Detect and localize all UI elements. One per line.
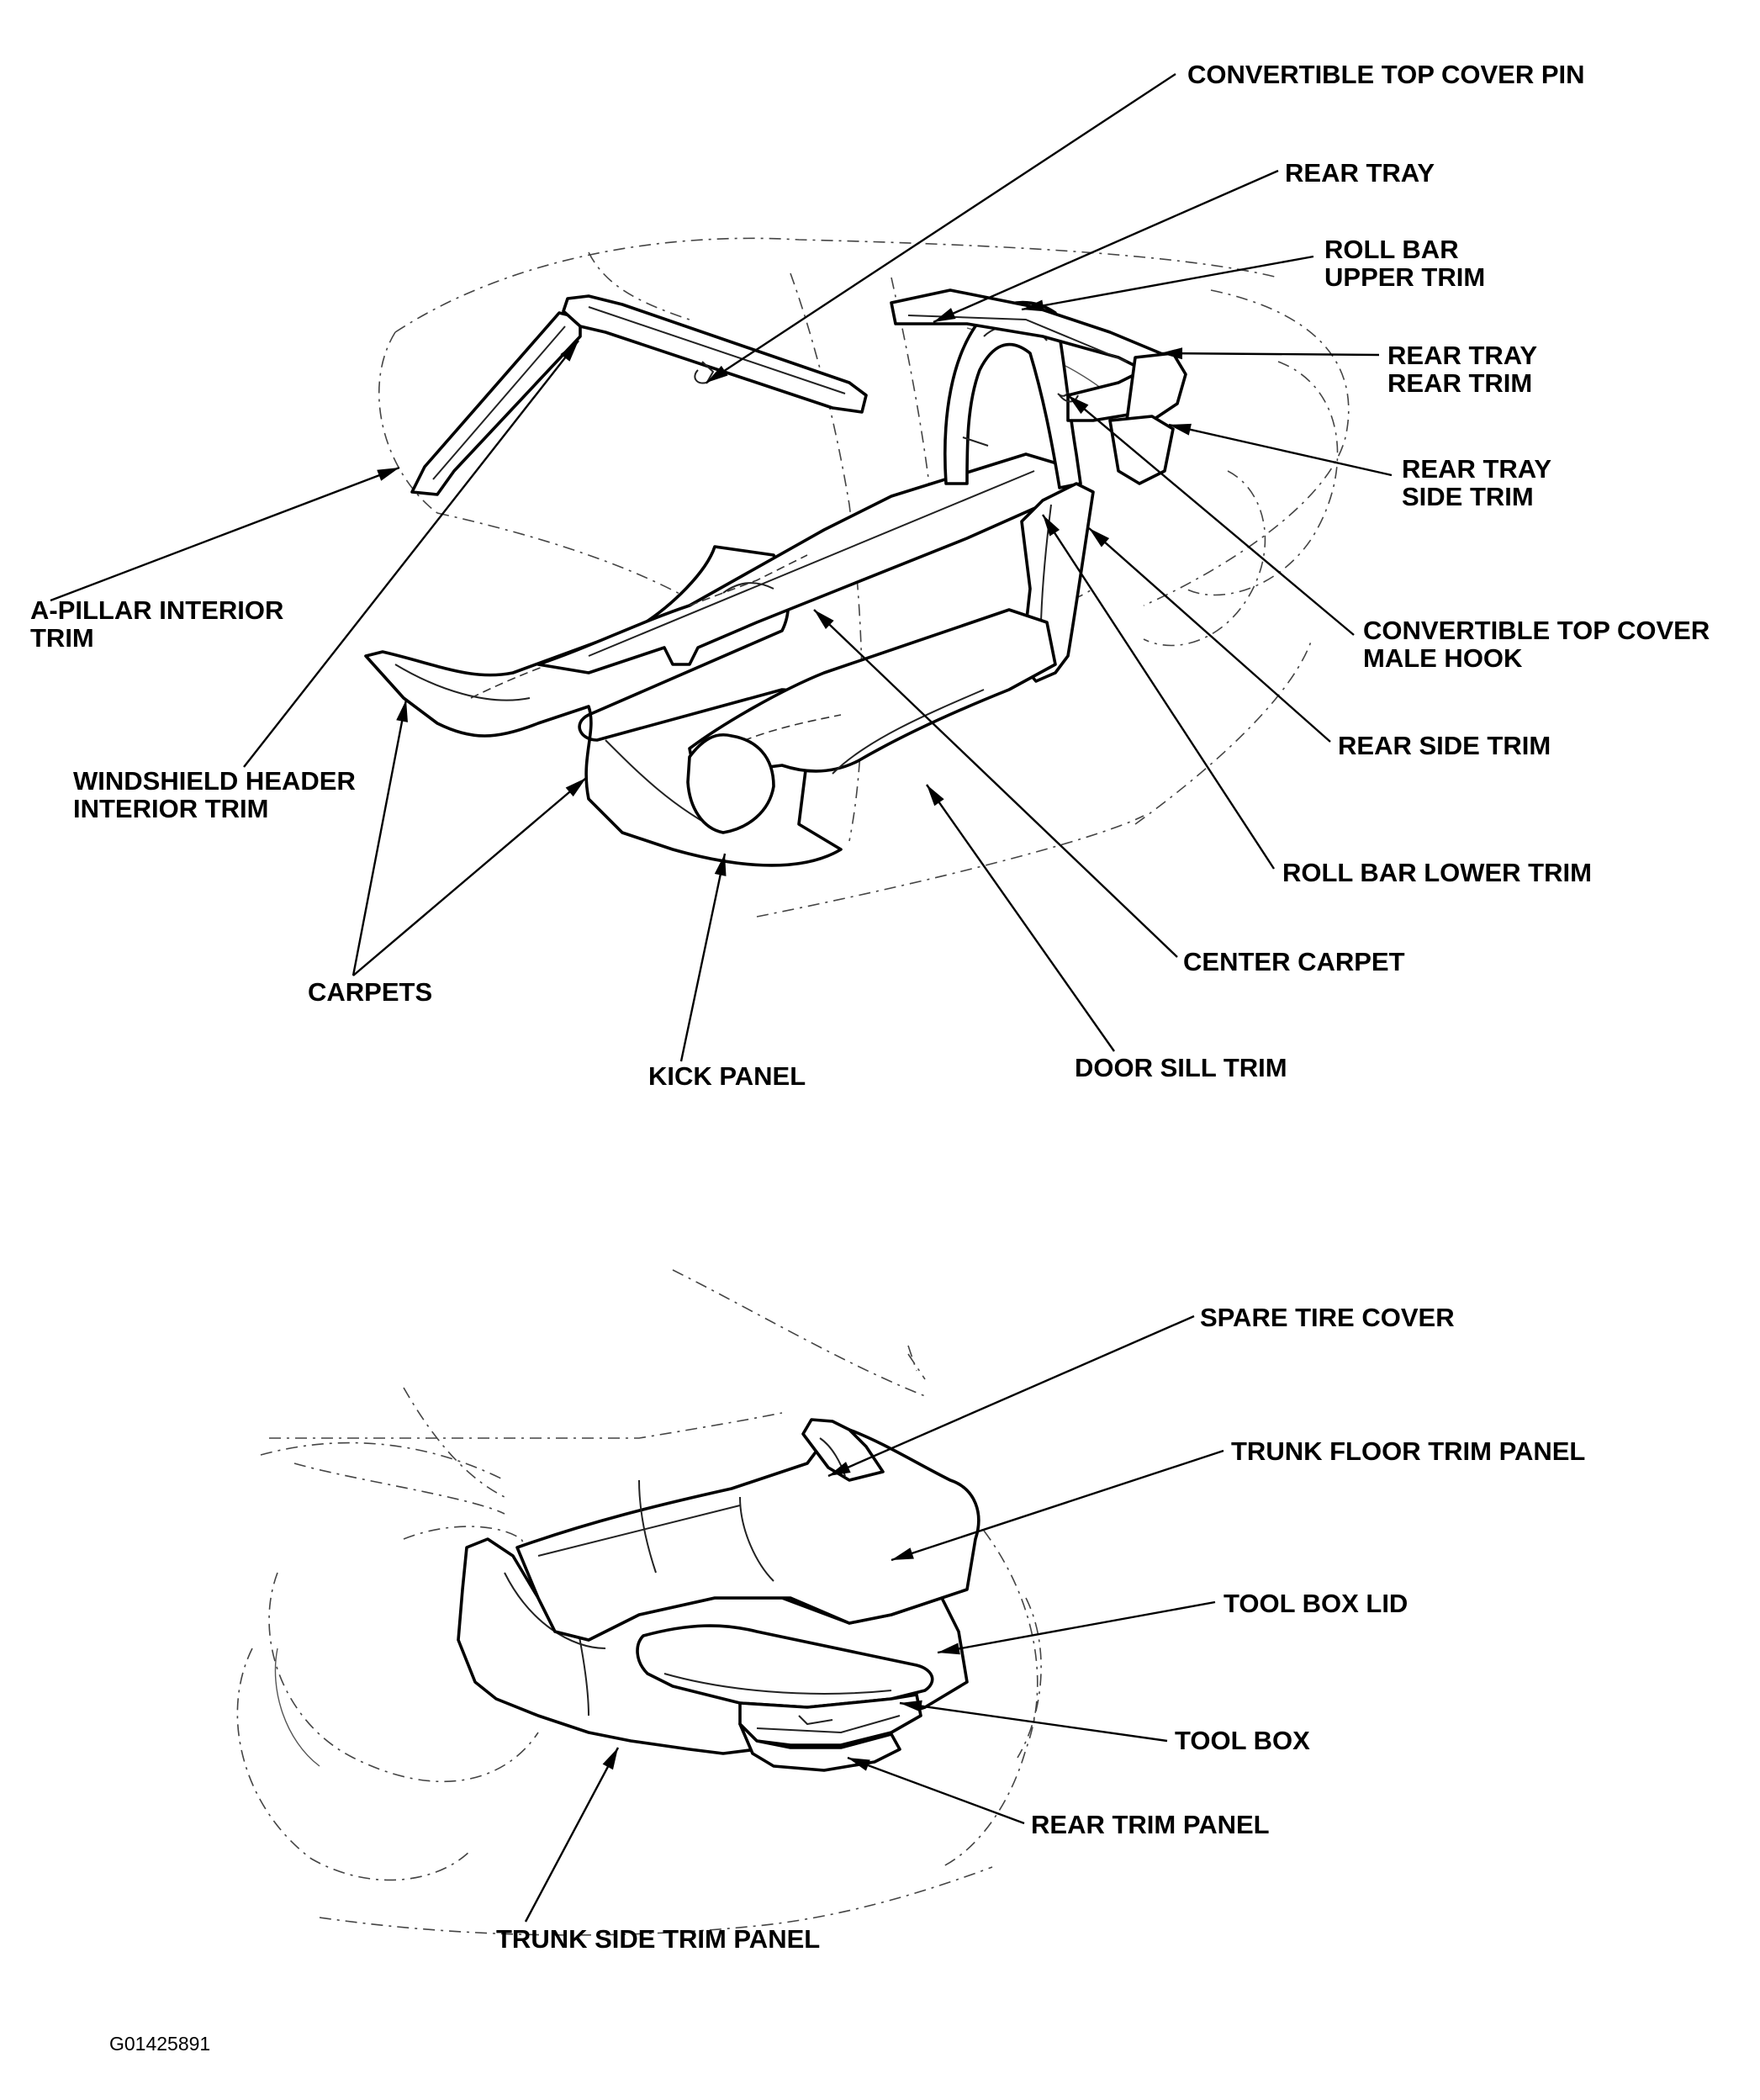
label-roll-bar-lower-trim: ROLL BAR LOWER TRIM [1282,858,1592,887]
leader-tool-box [899,1701,1168,1743]
leader-roll-bar-upper-trim-arrowhead [1022,299,1044,312]
windshield-header-trim-part [562,294,868,414]
leader-rear-side-trim-arrowhead [1089,528,1110,547]
label-trunk-floor-trim-panel: TRUNK FLOOR TRIM PANEL [1231,1436,1585,1466]
leader-kick-panel-arrowhead [714,854,727,876]
leader-center-carpet [813,609,1178,958]
callout-labels: CONVERTIBLE TOP COVER PIN REAR TRAY ROLL… [30,60,1717,1954]
leader-rear-tray-arrowhead [933,308,956,322]
leader-windshield-header-interior-trim-arrowhead [560,341,579,362]
label-carpets: CARPETS [308,977,432,1007]
leader-rear-side-trim [1088,527,1331,743]
label-rear-tray-side-trim: REAR TRAY SIDE TRIM [1402,454,1558,511]
passenger-compartment-illustration [364,237,1350,918]
leader-rear-tray [933,169,1279,324]
leader-rear-trim-panel [847,1756,1025,1825]
a-pillar-trim-part [410,311,582,496]
label-center-carpet: CENTER CARPET [1183,947,1405,976]
leader-door-sill-trim-arrowhead [927,785,944,807]
leader-convertible-top-cover-pin-arrowhead [706,365,728,383]
leader-roll-bar-lower-trim-arrowhead [1043,515,1060,537]
label-rear-tray-rear-trim: REAR TRAY REAR TRIM [1387,341,1544,398]
rear-tray-side-trim-part [1108,415,1175,485]
leader-rear-tray-side-trim [1168,423,1393,477]
leader-trunk-floor-trim-panel-arrowhead [891,1547,914,1560]
leader-spare-tire-cover-arrowhead [828,1462,851,1476]
leader-center-carpet-arrowhead [814,610,834,630]
leader-carpets-a-arrowhead [396,700,408,722]
figure-code-text: G01425891 [109,2033,210,2055]
rear-tray-part [890,288,1179,422]
leader-convertible-top-cover-male-hook [1067,394,1355,636]
leader-trunk-side-trim-panel [524,1747,620,1923]
leader-carpets-b-arrowhead [565,778,586,797]
leader-tool-box-lid-arrowhead [938,1642,960,1655]
label-spare-tire-cover: SPARE TIRE COVER [1200,1303,1455,1332]
rear-trim-panel-part [738,1722,901,1772]
label-roll-bar-upper-trim: ROLL BAR UPPER TRIM [1324,235,1485,292]
label-rear-trim-panel: REAR TRIM PANEL [1031,1810,1270,1839]
leader-carpets-b [352,777,587,976]
label-tool-box: TOOL BOX [1175,1726,1310,1755]
leader-trunk-floor-trim-panel [891,1449,1224,1562]
leader-rear-tray-side-trim-arrowhead [1169,423,1192,436]
leader-carpets-a [351,699,408,976]
label-rear-tray: REAR TRAY [1285,158,1435,188]
rear-tray-rear-trim-part [1125,352,1187,422]
label-windshield-header-interior-trim: WINDSHIELD HEADER INTERIOR TRIM [73,766,362,823]
leader-door-sill-trim [926,784,1115,1052]
figure-code: G01425891 [109,2033,210,2055]
leader-rear-trim-panel-arrowhead [848,1758,870,1771]
label-door-sill-trim: DOOR SILL TRIM [1075,1053,1287,1082]
leader-rear-tray-rear-trim-arrowhead [1160,347,1183,360]
leader-tool-box-lid [937,1600,1216,1654]
label-rear-side-trim: REAR SIDE TRIM [1338,731,1551,760]
kick-panel-part [686,733,775,834]
label-convertible-top-cover-male-hook: CONVERTIBLE TOP COVER MALE HOOK [1363,616,1717,673]
leader-convertible-top-cover-male-hook-arrowhead [1068,395,1089,415]
leader-windshield-header-interior-trim [243,340,579,768]
trunk-illustration [236,1269,1042,1936]
leader-trunk-side-trim-panel-arrowhead [602,1748,618,1770]
label-convertible-top-cover-pin: CONVERTIBLE TOP COVER PIN [1187,60,1585,89]
leader-lines [50,72,1393,1923]
label-a-pillar-interior-trim: A-PILLAR INTERIOR TRIM [30,595,291,653]
leader-a-pillar-interior-trim-arrowhead [377,468,399,481]
leader-roll-bar-lower-trim [1041,514,1276,870]
leader-roll-bar-upper-trim [1021,255,1314,311]
leader-a-pillar-interior-trim [50,466,400,602]
leader-spare-tire-cover [827,1314,1195,1478]
trunk-floor-trim-panel-part [515,1428,980,1642]
leader-tool-box-arrowhead [900,1700,922,1712]
door-sill-trim-part [688,608,1057,775]
ghost-car-body-lower [236,1269,1042,1936]
tool-box-lid-part [636,1624,934,1709]
label-tool-box-lid: TOOL BOX LID [1224,1589,1408,1618]
leader-rear-tray-rear-trim [1160,352,1380,357]
leader-kick-panel [679,853,727,1062]
leader-convertible-top-cover-pin [706,72,1176,384]
label-trunk-side-trim-panel: TRUNK SIDE TRIM PANEL [496,1924,820,1954]
label-kick-panel: KICK PANEL [648,1061,806,1091]
